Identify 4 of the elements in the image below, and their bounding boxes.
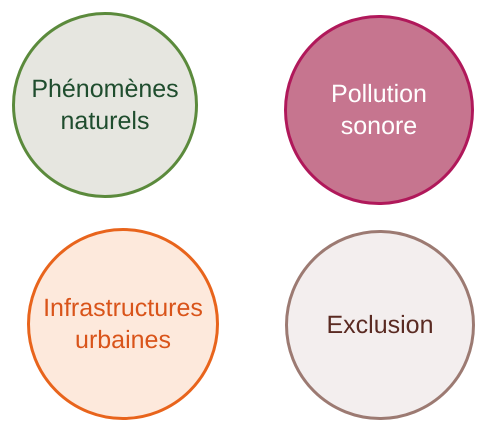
node-label: Phénomènes naturels [30, 74, 180, 137]
node-label: Pollution sonore [330, 78, 428, 142]
node-label: Exclusion [326, 310, 434, 341]
node-label: Infrastructures urbaines [42, 292, 204, 356]
